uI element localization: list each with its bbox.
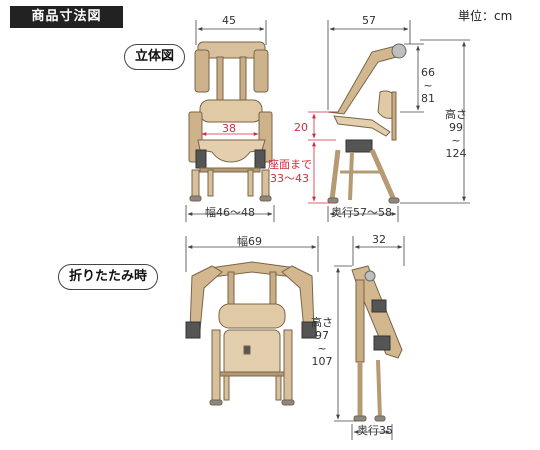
dim-side-depth: 奥行57～58 [331, 206, 392, 219]
folded-front-view-chair [185, 261, 317, 406]
dim-folded-height-label: 高さ [311, 316, 333, 329]
front-view-chair [188, 41, 273, 202]
dim-folded-height-lower: 107 [311, 355, 333, 368]
dim-armrest-height-tilde: ~ [423, 79, 433, 92]
unit-label: 単位：cm [458, 9, 513, 23]
dim-folded-height: 高さ 97 ~ 107 [308, 316, 336, 368]
dim-seat-height-value: 33～43 [270, 172, 309, 185]
side-view-dimensions [308, 20, 470, 222]
dim-folded-depth: 奥行35 [357, 424, 393, 437]
dim-folded-height-upper: 97 [315, 329, 329, 342]
dim-armrest-height: 66 ~ 81 [414, 66, 442, 105]
folded-side-view-dimensions [334, 236, 405, 440]
dim-armrest-height-upper: 66 [421, 66, 435, 79]
side-view-chair [327, 43, 407, 204]
dim-seat-height-label: 座面まで [268, 158, 312, 171]
folded-side-view-chair [351, 265, 403, 422]
dim-folded-width: 幅69 [237, 235, 262, 248]
dim-front-top-width: 45 [222, 14, 236, 27]
dim-folded-height-tilde: ~ [317, 342, 327, 355]
dim-armrest-height-lower: 81 [421, 92, 435, 105]
dim-total-height-tilde: ~ [451, 134, 461, 147]
dim-side-depth-top: 57 [362, 14, 376, 27]
front-view-dimensions [185, 20, 275, 222]
dim-armrest-above-seat: 20 [294, 121, 308, 134]
section-label-folded: 折りたたみ時 [58, 264, 159, 290]
dim-total-height: 高さ 99 ~ 124 [442, 108, 470, 160]
dim-total-height-upper: 99 [449, 121, 463, 134]
folded-front-view-dimensions [185, 236, 319, 272]
dim-total-height-lower: 124 [445, 147, 467, 160]
section-label-unfolded: 立体図 [124, 44, 186, 70]
dim-total-height-label: 高さ [445, 108, 467, 121]
dim-seat-inner: 38 [222, 122, 236, 135]
page-title: 商品寸法図 [10, 6, 123, 28]
dim-front-width: 幅46～48 [205, 206, 255, 219]
dim-folded-depth-top: 32 [372, 233, 386, 246]
